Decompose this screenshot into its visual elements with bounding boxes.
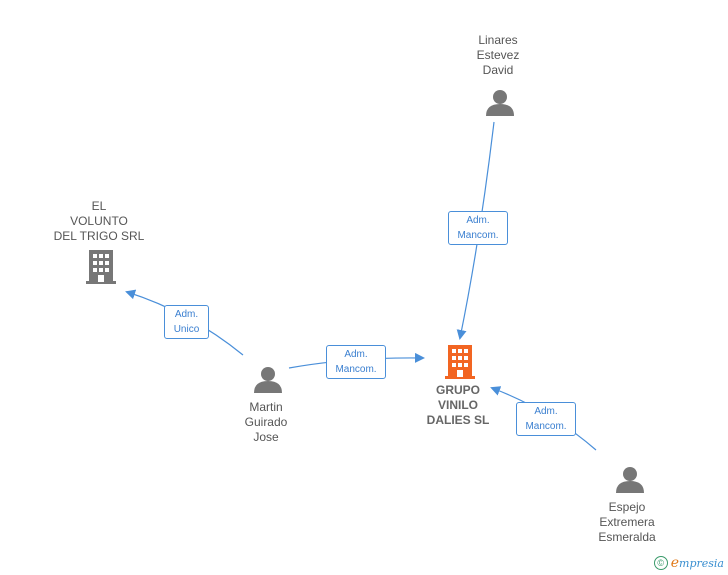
- node-label-linares[interactable]: Linares Estevez David: [476, 33, 520, 77]
- brand-logo: empresia: [671, 555, 724, 571]
- node-label-espejo[interactable]: Espejo Extremera Esmeralda: [598, 500, 656, 544]
- brand-initial: e: [670, 555, 680, 571]
- building-icon-main: [445, 345, 475, 379]
- node-label-martin[interactable]: Martin Guirado Jose: [244, 400, 288, 444]
- person-icon: [616, 467, 644, 493]
- node-label-grupo-vinilo[interactable]: GRUPO VINILO DALIES SL: [426, 383, 490, 427]
- building-icon: [86, 250, 116, 284]
- node-label-el-volunto[interactable]: EL VOLUNTO DEL TRIGO SRL: [53, 199, 145, 243]
- copyright-icon: ©: [653, 556, 668, 570]
- edge-label-martin-to-volunto: Adm. Unico: [164, 305, 209, 339]
- person-icon: [254, 367, 282, 393]
- edge-label-linares-to-grupo: Adm. Mancom.: [448, 211, 508, 245]
- edge-label-espejo-to-grupo: Adm. Mancom.: [516, 402, 576, 436]
- brand-rest: mpresia: [679, 557, 724, 570]
- person-icon: [486, 90, 514, 116]
- footer-brand: © empresia: [653, 555, 724, 571]
- edge-label-martin-to-grupo: Adm. Mancom.: [326, 345, 386, 379]
